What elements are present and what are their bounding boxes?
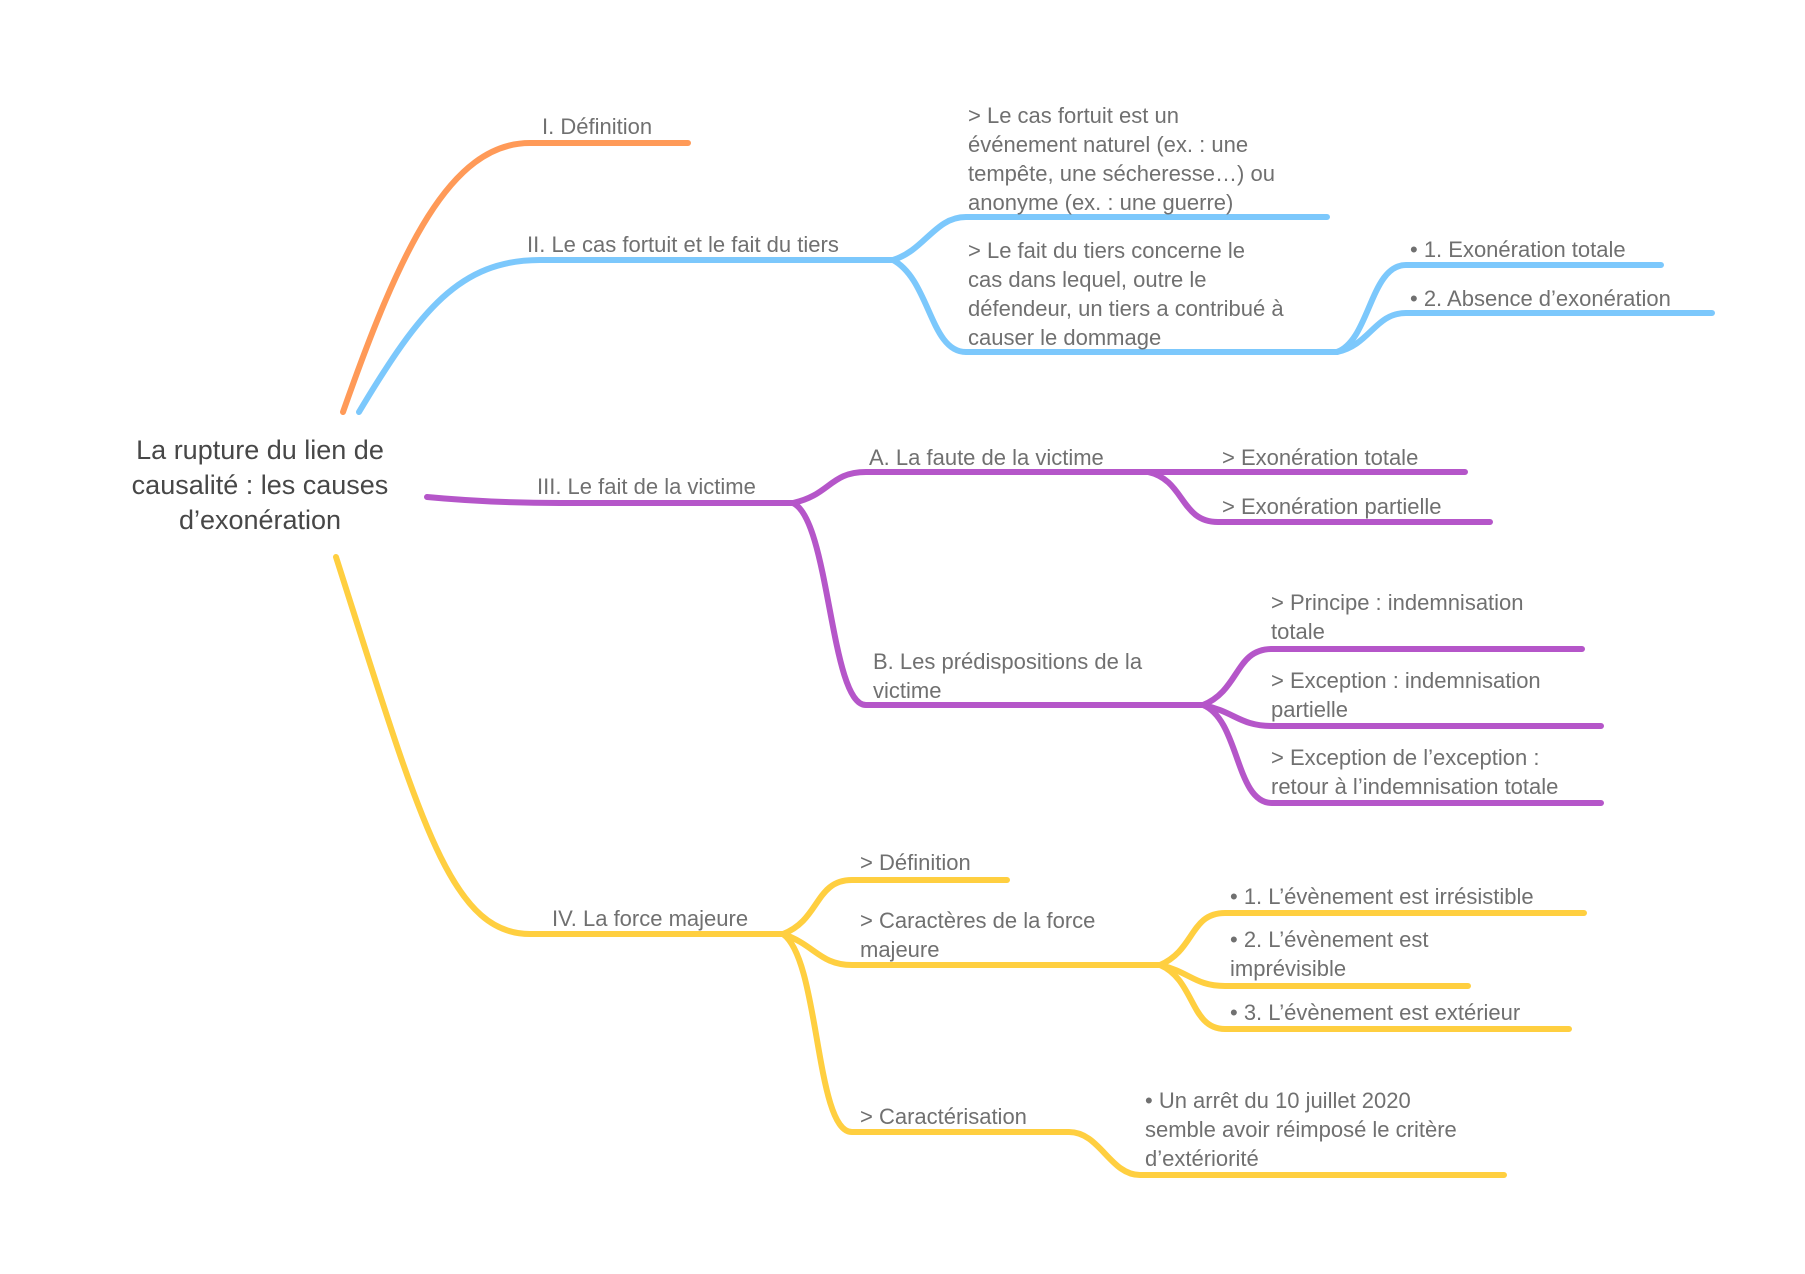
topic-fait-victime[interactable]: III. Le fait de la victime [537, 474, 756, 499]
subtopic-faute-victime[interactable]: A. La faute de la victime [869, 445, 1104, 470]
connector-fait-du-tiers [890, 257, 1340, 355]
connector-faute-victime [790, 469, 1468, 506]
connector-caracteres [780, 931, 1163, 968]
connector-principe [1200, 646, 1585, 708]
connector-exoneration-partielle [1145, 469, 1493, 525]
connector-absence-exoneration [1334, 310, 1715, 355]
connector-exoneration-totale-tiers [1334, 262, 1664, 355]
subtopic-exterieur[interactable]: • 3. L’évènement est extérieur [1230, 1000, 1521, 1025]
topic-force-majeure[interactable]: IV. La force majeure [552, 906, 749, 931]
connector-exception-exception [1200, 702, 1604, 806]
topic-definition[interactable]: I. Définition [542, 114, 653, 139]
connector-cas-fortuit-definition [890, 214, 1330, 263]
subtopic-predispositions[interactable]: B. Les prédispositions de la victime [873, 649, 1143, 703]
subtopic-cas-fortuit[interactable]: > Le cas fortuit est un événement nature… [968, 103, 1275, 215]
subtopic-exoneration-totale-victime[interactable]: > Exonération totale [1222, 445, 1419, 470]
connector-definition [340, 140, 691, 415]
subtopic-exoneration-totale[interactable]: • 1. Exonération totale [1410, 237, 1626, 262]
subtopic-imprevisible[interactable]: • 2. L’évènement est imprévisible [1230, 927, 1429, 981]
connector-fait-victime [424, 494, 796, 506]
connector-exterieur [1157, 962, 1572, 1032]
subtopic-principe[interactable]: > Principe : indemnisation totale [1271, 590, 1524, 644]
subtopic-absence-exoneration[interactable]: • 2. Absence d’exonération [1410, 286, 1671, 311]
subtopic-fm-definition[interactable]: > Définition [860, 850, 971, 875]
topic-cas-fortuit-fait-tiers[interactable]: II. Le cas fortuit et le fait du tiers [527, 232, 839, 257]
subtopic-exoneration-partielle[interactable]: > Exonération partielle [1222, 494, 1442, 519]
connector-irresistible [1157, 910, 1587, 968]
subtopic-fait-du-tiers[interactable]: > Le fait du tiers concerne le cas dans … [968, 238, 1284, 350]
connector-force-majeure [333, 554, 786, 937]
subtopic-caracterisation[interactable]: > Caractérisation [860, 1104, 1027, 1129]
subtopic-exception-exception[interactable]: > Exception de l’exception : retour à l’… [1271, 745, 1559, 799]
central-topic[interactable]: La rupture du lien de causalité : les ca… [131, 435, 389, 535]
connector-fm-definition [780, 877, 1010, 937]
subtopic-arret-2020[interactable]: • Un arrêt du 10 juillet 2020 semble avo… [1145, 1088, 1457, 1171]
subtopic-irresistible[interactable]: • 1. L’évènement est irrésistible [1230, 884, 1534, 909]
connector-caracterisation [780, 931, 1507, 1178]
subtopic-caracteres[interactable]: > Caractères de la force majeure [860, 908, 1096, 962]
subtopic-exception[interactable]: > Exception : indemnisation partielle [1271, 668, 1541, 722]
connector-cas-fortuit [356, 257, 896, 415]
connector-predispositions [790, 500, 1206, 708]
